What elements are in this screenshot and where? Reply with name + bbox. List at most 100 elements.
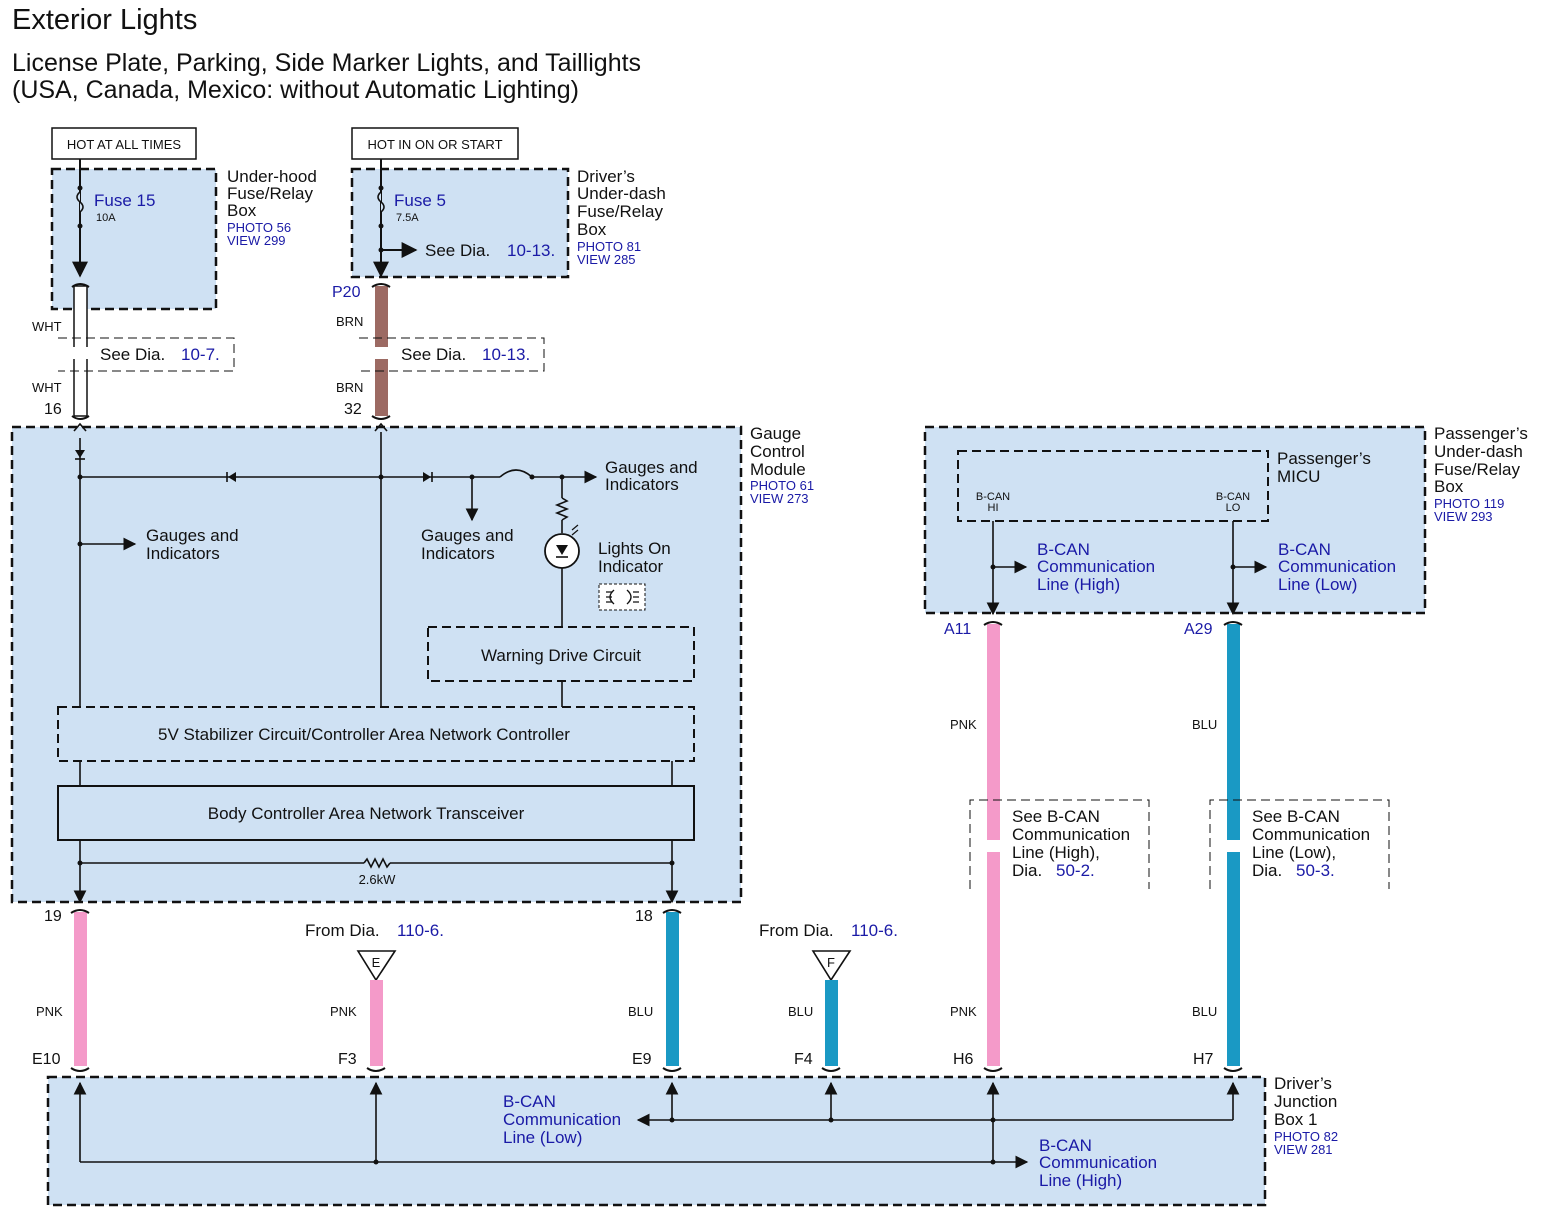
- see-dia-10-13-box: See Dia. 10-13.: [359, 337, 545, 372]
- svg-text:LO: LO: [1226, 502, 1241, 514]
- svg-text:B-CAN: B-CAN: [503, 1092, 556, 1111]
- connector-f4: F4: [794, 1051, 813, 1068]
- junction-box-label: Driver’s Junction Box 1 PHOTO 82 VIEW 28…: [1274, 1074, 1338, 1157]
- svg-text:VIEW 299: VIEW 299: [227, 233, 286, 248]
- resistor-icon: [554, 497, 570, 521]
- svg-text:PNK: PNK: [36, 1004, 63, 1019]
- svg-text:Driver’s: Driver’s: [577, 167, 635, 186]
- svg-text:50-2.: 50-2.: [1056, 861, 1095, 880]
- svg-text:Communication: Communication: [1252, 825, 1370, 844]
- connector-a29: A29: [1184, 621, 1213, 638]
- passenger-micu: [957, 450, 1269, 522]
- diode-icon: [423, 472, 431, 482]
- svg-text:E: E: [372, 955, 381, 970]
- svg-text:BLU: BLU: [1192, 1004, 1217, 1019]
- svg-text:B-CAN: B-CAN: [976, 491, 1010, 503]
- svg-text:Gauges and: Gauges and: [146, 526, 239, 545]
- svg-text:Line (Low): Line (Low): [1278, 575, 1357, 594]
- gauge-module-label: Gauge Control Module PHOTO 61 VIEW 273: [750, 424, 814, 506]
- pnk-wire-from-dia-e: From Dia. 110-6. E PNK F3: [305, 921, 444, 1072]
- svg-text:Junction: Junction: [1274, 1092, 1337, 1111]
- svg-text:HOT AT ALL TIMES: HOT AT ALL TIMES: [67, 137, 181, 152]
- svg-text:Driver’s: Driver’s: [1274, 1074, 1332, 1093]
- page-subtitle: License Plate, Parking, Side Marker Ligh…: [12, 50, 641, 104]
- svg-text:Box: Box: [227, 201, 257, 220]
- svg-text:Gauges and: Gauges and: [421, 526, 514, 545]
- svg-text:Under-hood: Under-hood: [227, 167, 317, 186]
- svg-text:Indicators: Indicators: [421, 544, 495, 563]
- warning-drive-circuit: Warning Drive Circuit: [481, 646, 641, 665]
- svg-text:PHOTO 61: PHOTO 61: [750, 478, 814, 493]
- svg-text:10-7.: 10-7.: [181, 345, 220, 364]
- svg-text:VIEW 281: VIEW 281: [1274, 1142, 1333, 1157]
- passenger-box-label: Passenger’s Under-dash Fuse/Relay Box PH…: [1434, 424, 1528, 524]
- connector-a11: A11: [944, 621, 971, 638]
- svg-text:Line (High): Line (High): [1039, 1171, 1122, 1190]
- svg-text:Gauge: Gauge: [750, 424, 801, 443]
- fuse-15-icon: [76, 191, 84, 213]
- fuse-5-rating: 7.5A: [396, 212, 419, 224]
- fuse-15-label: Fuse 15: [94, 191, 155, 210]
- can-transceiver: Body Controller Area Network Transceiver: [208, 804, 525, 823]
- svg-text:B-CAN: B-CAN: [1037, 540, 1090, 559]
- svg-text:Fuse/Relay: Fuse/Relay: [577, 202, 663, 221]
- page-title: Exterior Lights: [12, 4, 198, 36]
- svg-text:Dia.: Dia.: [1012, 861, 1042, 880]
- driver-underdash-fuse-box: Fuse 5 7.5A See Dia. 10-13.: [350, 159, 570, 279]
- stabilizer-circuit: 5V Stabilizer Circuit/Controller Area Ne…: [158, 725, 570, 744]
- connector-e9: E9: [632, 1051, 652, 1068]
- connector-triangle-f-icon: [811, 950, 852, 982]
- svg-text:Fuse/Relay: Fuse/Relay: [1434, 460, 1520, 479]
- passenger-box-texts: Passenger’s MICU B-CAN HI B-CAN LO B-CAN…: [976, 449, 1396, 594]
- underhood-box-label: Under-hood Fuse/Relay Box PHOTO 56 VIEW …: [227, 167, 317, 248]
- svg-text:B-CAN: B-CAN: [1278, 540, 1331, 559]
- svg-text:Control: Control: [750, 442, 805, 461]
- svg-text:VIEW 285: VIEW 285: [577, 252, 636, 267]
- see-dia-10-7-box: See Dia. 10-7.: [58, 337, 235, 372]
- svg-text:VIEW 273: VIEW 273: [750, 491, 809, 506]
- svg-text:VIEW 293: VIEW 293: [1434, 509, 1493, 524]
- headlight-symbol-icon: [598, 583, 646, 611]
- fuse-5-icon: [377, 191, 385, 213]
- svg-text:Module: Module: [750, 460, 806, 479]
- svg-text:BLU: BLU: [1192, 717, 1217, 732]
- svg-text:Indicators: Indicators: [146, 544, 220, 563]
- svg-text:Communication: Communication: [1039, 1153, 1157, 1172]
- subtitle-line-2: (USA, Canada, Mexico: without Automatic …: [12, 76, 579, 104]
- svg-text:From Dia.: From Dia.: [305, 921, 380, 940]
- gauge-module-texts: Gauges and Indicators Gauges and Indicat…: [146, 458, 698, 887]
- svg-text:Dia.: Dia.: [1252, 861, 1282, 880]
- blu-wire-from-dia-f: From Dia. 110-6. F BLU F4: [759, 921, 898, 1072]
- svg-text:Box 1: Box 1: [1274, 1110, 1317, 1129]
- svg-text:From Dia.: From Dia.: [759, 921, 834, 940]
- svg-text:PHOTO 82: PHOTO 82: [1274, 1129, 1338, 1144]
- resistor-icon: [363, 857, 391, 869]
- driver-underdash-box-label: Driver’s Under-dash Fuse/Relay Box PHOTO…: [577, 167, 666, 267]
- svg-text:See B-CAN: See B-CAN: [1012, 807, 1100, 826]
- svg-text:Box: Box: [577, 220, 607, 239]
- connector-h6: H6: [953, 1051, 974, 1068]
- svg-text:50-3.: 50-3.: [1296, 861, 1335, 880]
- svg-text:110-6.: 110-6.: [397, 921, 444, 940]
- gauge-control-module: [10, 422, 743, 904]
- svg-text:See Dia.: See Dia.: [425, 241, 490, 260]
- svg-text:See B-CAN: See B-CAN: [1252, 807, 1340, 826]
- svg-text:HOT IN ON OR START: HOT IN ON OR START: [367, 137, 502, 152]
- diode-icon: [75, 450, 85, 458]
- junction-box-texts: B-CAN Communication Line (Low) B-CAN Com…: [503, 1092, 1157, 1190]
- svg-text:MICU: MICU: [1277, 467, 1320, 486]
- pnk-wire-19-e10: 19 PNK E10: [32, 908, 90, 1072]
- connector-f3: F3: [338, 1051, 357, 1068]
- connector-e10: E10: [32, 1051, 61, 1068]
- fuse-15-rating: 10A: [96, 212, 116, 224]
- svg-text:BRN: BRN: [336, 380, 363, 395]
- svg-text:Gauges and: Gauges and: [605, 458, 698, 477]
- svg-text:WHT: WHT: [32, 380, 62, 395]
- svg-text:Communication: Communication: [1278, 557, 1396, 576]
- pin-32: 32: [344, 401, 362, 418]
- driver-junction-box: [46, 1075, 1267, 1207]
- svg-text:HI: HI: [988, 502, 999, 514]
- svg-text:PNK: PNK: [950, 1004, 977, 1019]
- svg-text:Line (Low),: Line (Low),: [1252, 843, 1336, 862]
- svg-text:Passenger’s: Passenger’s: [1434, 424, 1528, 443]
